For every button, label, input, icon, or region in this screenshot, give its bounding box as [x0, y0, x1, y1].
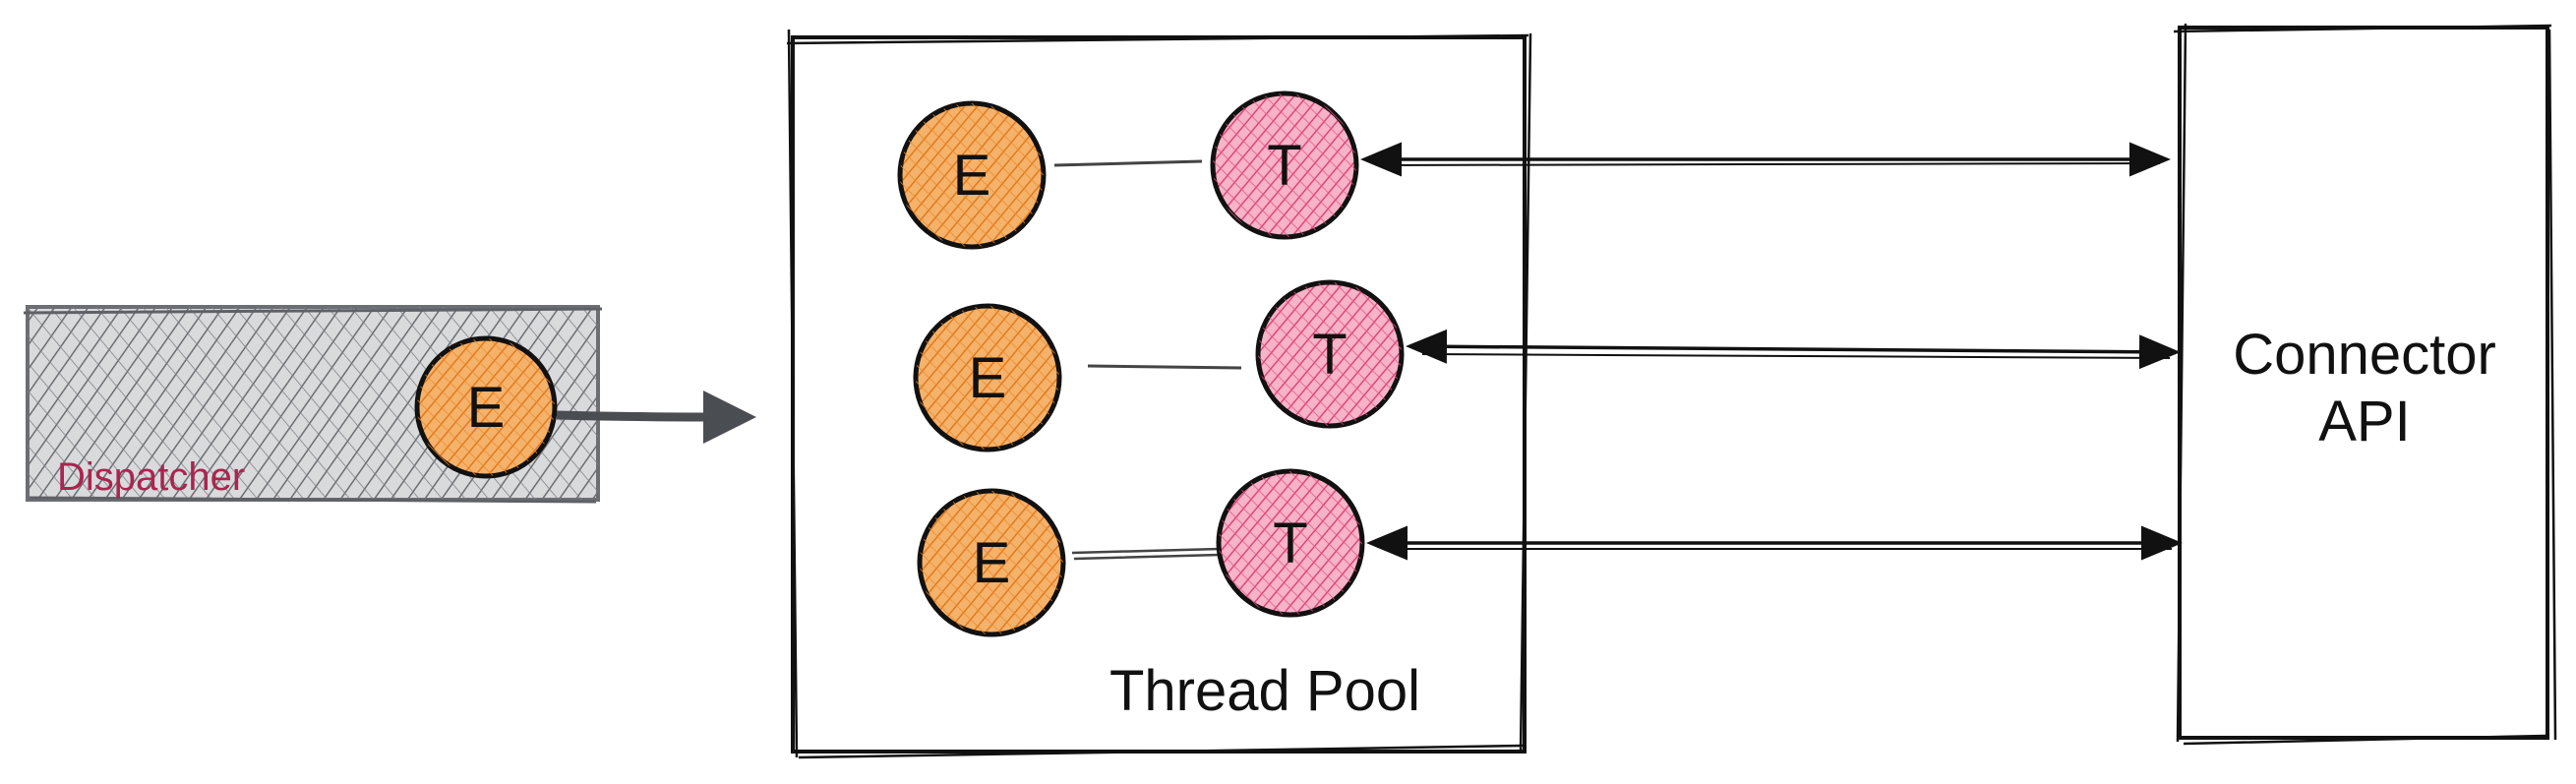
event-node-3: E — [917, 488, 1066, 637]
event-label-3: E — [973, 531, 1011, 595]
connector-api-box: Connector API — [2173, 23, 2557, 746]
event-node-1: E — [897, 100, 1047, 250]
thread-pool-box: Thread Pool — [786, 29, 1532, 759]
event-label-2: E — [969, 346, 1007, 410]
event-thread-link-1 — [1053, 159, 1203, 167]
pool-row-1: E T — [897, 90, 1359, 250]
thread-pool-label: Thread Pool — [1109, 659, 1420, 723]
thread-connector-arrow-1 — [1360, 142, 2171, 177]
dispatcher-label: Dispatcher — [57, 455, 245, 499]
thread-label-2: T — [1312, 323, 1347, 387]
thread-label-3: T — [1273, 512, 1307, 575]
connector-label-line1: Connector — [2233, 323, 2496, 387]
thread-connector-arrow-3 — [1366, 525, 2183, 561]
dispatcher-event-label: E — [467, 376, 506, 440]
event-thread-link-3 — [1071, 547, 1221, 561]
dispatcher-event-node: E — [414, 335, 558, 479]
event-label-1: E — [953, 144, 991, 208]
dispatch-arrow — [556, 390, 756, 444]
connector-label-line2: API — [2318, 390, 2411, 453]
thread-node-1: T — [1210, 90, 1359, 240]
thread-connector-arrow-2 — [1406, 329, 2181, 370]
event-node-2: E — [913, 303, 1062, 452]
event-thread-link-2 — [1087, 364, 1242, 370]
thread-node-3: T — [1216, 468, 1365, 618]
pool-row-2: E T — [913, 279, 1405, 452]
thread-node-2: T — [1255, 279, 1405, 429]
thread-label-1: T — [1267, 134, 1301, 198]
pool-row-3: E T — [917, 468, 1365, 637]
